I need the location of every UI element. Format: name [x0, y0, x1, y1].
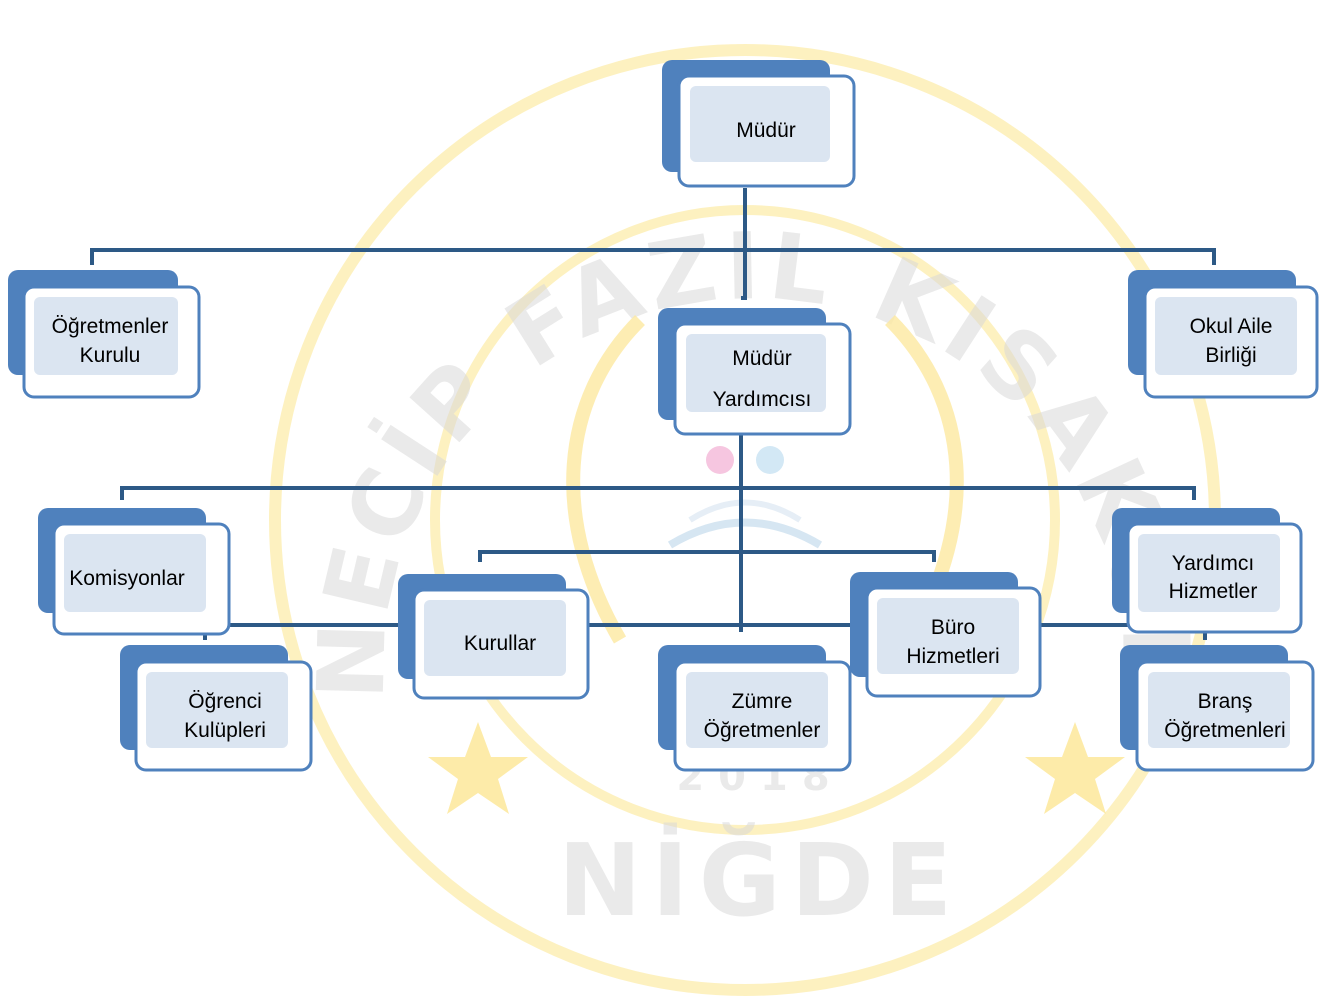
node-zumre-ogretmenler-line-0: Zümre [732, 690, 793, 713]
node-brans-ogretmenleri-line-0: Branş [1198, 690, 1253, 713]
node-mudur-line-0: Müdür [736, 119, 796, 142]
node-okul-aile-birligi-line-1: Birliği [1205, 344, 1256, 367]
node-zumre-ogretmenler-line-1: Öğretmenler [704, 719, 821, 742]
node-brans-ogretmenleri: Branş Öğretmenleri [1120, 645, 1315, 772]
node-ogrenci-kulupleri: Öğrenci Kulüpleri [120, 645, 313, 772]
node-mudur-yardimcisi-line-1: Yardımcısı [713, 388, 812, 411]
node-komisyonlar: Komisyonlar [38, 508, 231, 636]
seal-bottom-text: NİĞDE [558, 822, 962, 939]
seal-book-emblem [667, 518, 823, 549]
school-seal-watermark: NECİP FAZIL KISAKÜREK İLKOKULU NİĞDE 201… [0, 0, 1221, 996]
node-yardimci-hizmetler-line-0: Yardımcı [1172, 552, 1254, 575]
node-ogrenci-kulupleri-line-0: Öğrenci [188, 690, 262, 713]
node-ogretmenler-kurulu: Öğretmenler Kurulu [8, 270, 201, 399]
connector-mid-horizontal [120, 486, 1196, 500]
node-kurullar: Kurullar [398, 574, 590, 700]
node-ogretmenler-kurulu-line-0: Öğretmenler [52, 315, 169, 338]
node-okul-aile-birligi: Okul Aile Birliği [1128, 270, 1319, 399]
node-buro-hizmetleri: Büro Hizmetleri [850, 572, 1042, 698]
connector-inner-horizontal [478, 550, 936, 562]
node-zumre-ogretmenler: Zümre Öğretmenler [658, 645, 852, 772]
node-ogrenci-kulupleri-line-1: Kulüpleri [184, 719, 266, 742]
seal-left-star [428, 722, 528, 814]
node-yardimci-hizmetler-line-1: Hizmetler [1169, 580, 1258, 603]
node-mudur: Müdür [662, 60, 856, 188]
seal-laurel-left [566, 315, 645, 644]
seal-figure-blue [756, 446, 784, 474]
node-kurullar-line-0: Kurullar [464, 632, 536, 655]
seal-figure-pink [706, 446, 734, 474]
seal-right-star [1025, 722, 1125, 814]
node-komisyonlar-line-0: Komisyonlar [69, 567, 185, 590]
node-mudur-yardimcisi-line-0: Müdür [732, 347, 792, 370]
node-buro-hizmetleri-line-1: Hizmetleri [906, 645, 999, 668]
node-yardimci-hizmetler: Yardımcı Hizmetler [1112, 508, 1303, 634]
node-buro-hizmetleri-line-0: Büro [931, 616, 975, 639]
node-okul-aile-birligi-line-0: Okul Aile [1190, 315, 1273, 338]
connector-mudur-down [741, 188, 747, 300]
node-brans-ogretmenleri-line-1: Öğretmenleri [1164, 719, 1285, 742]
connector-top-horizontal [90, 248, 1216, 265]
seal-book-emblem-line [688, 499, 802, 523]
node-ogretmenler-kurulu-line-1: Kurulu [80, 344, 141, 367]
node-mudur-yardimcisi: Müdür Yardımcısı [658, 308, 852, 436]
